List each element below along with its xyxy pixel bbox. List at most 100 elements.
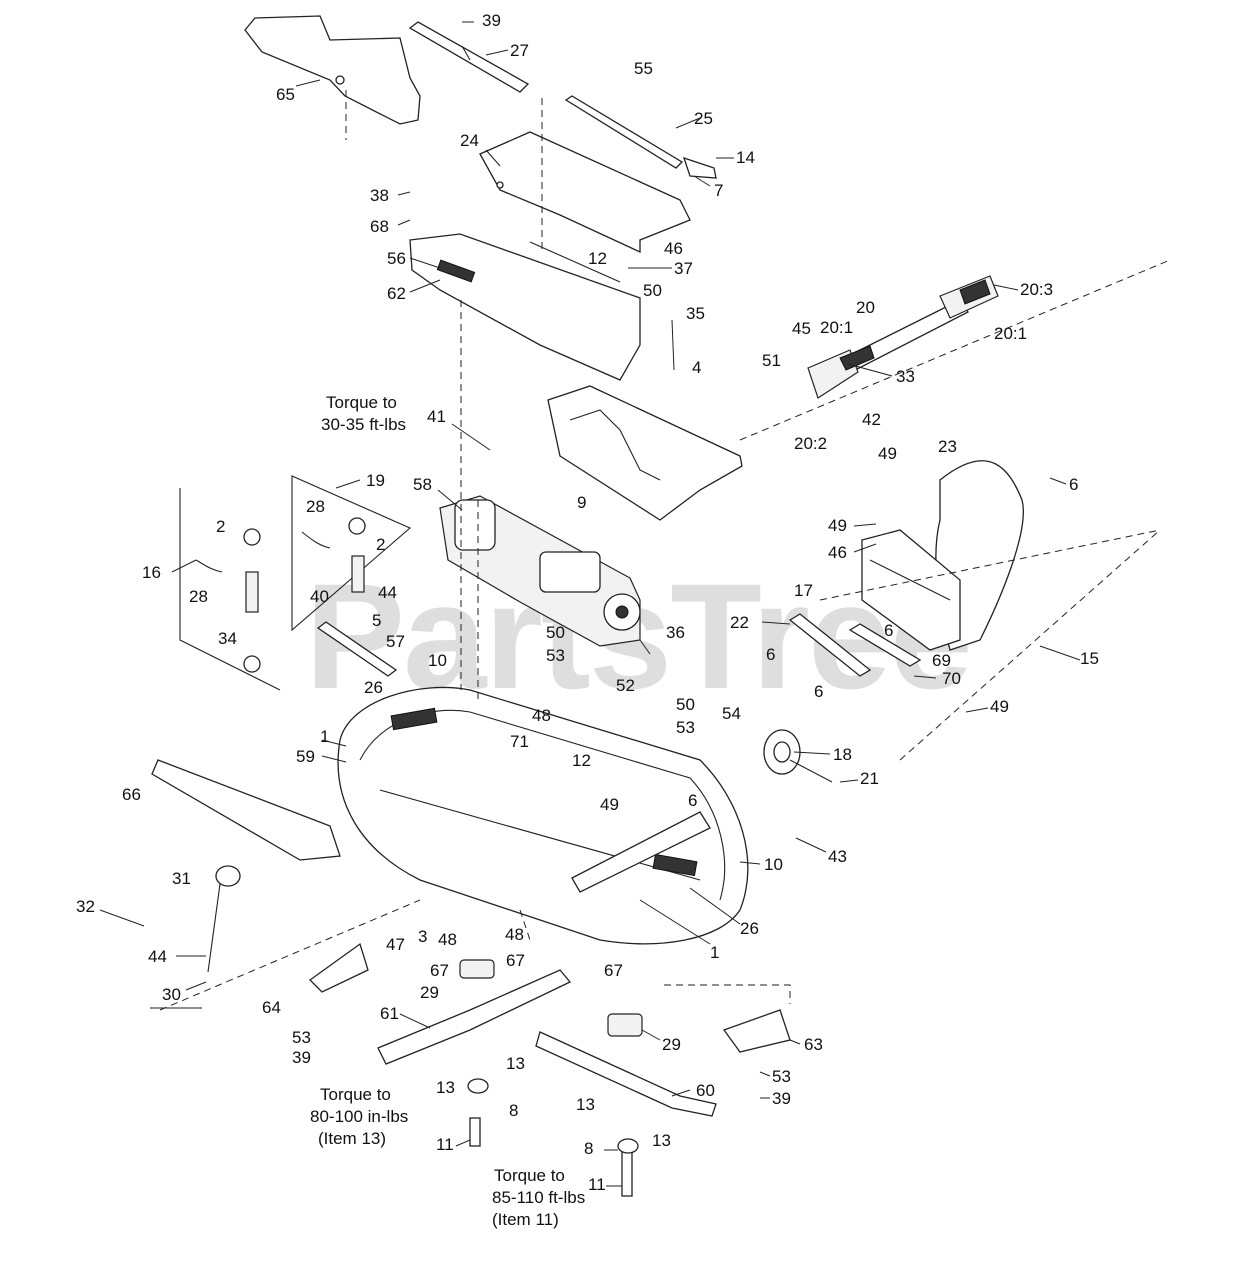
rod-25 (564, 95, 717, 179)
gearbox-58 (439, 495, 641, 647)
callout-20-1-shaft: 20:1 (994, 324, 1027, 343)
leader-lines (99, 21, 1081, 1187)
callout-26-upper: 26 (364, 678, 383, 697)
callout-46-mid: 46 (828, 543, 847, 562)
callout-2-right: 2 (376, 535, 385, 554)
torque-note-item11-line1: Torque to (494, 1166, 565, 1185)
callout-62: 62 (387, 284, 406, 303)
callout-6-deck: 6 (688, 791, 697, 810)
callout-24: 24 (460, 131, 479, 150)
shaft-27 (408, 21, 530, 93)
callout-53-right: 53 (772, 1067, 791, 1086)
callout-58: 58 (413, 475, 432, 494)
callout-25: 25 (694, 109, 713, 128)
callout-35: 35 (686, 304, 705, 323)
callout-49-top: 49 (878, 444, 897, 463)
callout-56: 56 (387, 249, 406, 268)
washer-8b (617, 1138, 639, 1154)
deck-bracket-63 (722, 1009, 791, 1053)
callout-43: 43 (828, 847, 847, 866)
callout-labels: 39 27 65 55 25 24 14 7 38 68 46 37 12 56… (76, 11, 1099, 1194)
callout-22: 22 (730, 613, 749, 632)
callout-53-lower: 53 (676, 718, 695, 737)
callout-20: 20 (856, 298, 875, 317)
callout-34: 34 (218, 629, 237, 648)
torque-note-item11-line3: (Item 11) (492, 1210, 559, 1229)
callout-23: 23 (938, 437, 957, 456)
callout-61: 61 (380, 1004, 399, 1023)
callout-20-1-yoke: 20:1 (820, 318, 853, 337)
callout-20-3: 20:3 (1020, 280, 1053, 299)
callout-29-right: 29 (662, 1035, 681, 1054)
callout-20-2: 20:2 (794, 434, 827, 453)
torque-note-belt-line1: Torque to (326, 393, 397, 412)
plate-24 (479, 131, 691, 254)
blade-61 (377, 969, 572, 1065)
callout-19: 19 (366, 471, 385, 490)
callout-10-upper: 10 (428, 651, 447, 670)
bracket-12-upper (409, 233, 641, 381)
callout-54: 54 (722, 704, 741, 723)
callout-69: 69 (932, 651, 951, 670)
callout-36: 36 (666, 623, 685, 642)
washer-8a (467, 1078, 489, 1094)
callout-13-a: 13 (506, 1054, 525, 1073)
callout-49-mid: 49 (828, 516, 847, 535)
bracket-23 (861, 529, 961, 651)
callout-9: 9 (577, 493, 586, 512)
callout-48-left: 48 (438, 930, 457, 949)
callout-33: 33 (896, 367, 915, 386)
torque-note-item11-line2: 85-110 ft-lbs (492, 1188, 585, 1207)
callout-44-upper: 44 (378, 583, 397, 602)
callout-18: 18 (833, 745, 852, 764)
mount-plate-65 (244, 15, 421, 125)
callout-45: 45 (792, 319, 811, 338)
callout-39-left: 39 (292, 1048, 311, 1067)
callout-12: 12 (588, 249, 607, 268)
bolt-11b (621, 1149, 633, 1197)
callout-14: 14 (736, 148, 755, 167)
callout-53-mid: 53 (546, 646, 565, 665)
callout-28-left: 28 (189, 587, 208, 606)
callout-42: 42 (862, 410, 881, 429)
callout-10-lower: 10 (764, 855, 783, 874)
callout-26-lower: 26 (740, 919, 759, 938)
callout-39: 39 (482, 11, 501, 30)
callout-13-d: 13 (652, 1131, 671, 1150)
callout-48-mid: 48 (532, 706, 551, 725)
idler-pulley-18 (763, 729, 833, 783)
callout-4: 4 (692, 358, 701, 377)
callout-32: 32 (76, 897, 95, 916)
callout-6-rear: 6 (1069, 475, 1078, 494)
spindle-shield-66 (151, 759, 341, 861)
callout-44-lower: 44 (148, 947, 167, 966)
torque-note-item13-line1: Torque to (320, 1085, 391, 1104)
callout-70: 70 (942, 669, 961, 688)
spring-assembly-16 (179, 488, 281, 691)
callout-71: 71 (510, 732, 529, 751)
callout-13-b: 13 (436, 1078, 455, 1097)
callout-11-left: 11 (436, 1135, 454, 1154)
callout-59: 59 (296, 747, 315, 766)
idler-arm-17 (788, 613, 922, 677)
callout-6-idler-b: 6 (766, 645, 775, 664)
torque-note-item13: Torque to 80-100 in-lbs (Item 13) (310, 1085, 408, 1148)
callout-3: 3 (418, 927, 427, 946)
callout-49-deck: 49 (600, 795, 619, 814)
callout-46: 46 (664, 239, 683, 258)
callout-11-right: 11 (588, 1175, 606, 1194)
callout-6-idler-c: 6 (814, 682, 823, 701)
blade-60 (535, 1031, 717, 1117)
callout-27: 27 (510, 41, 529, 60)
assembly-lines (159, 90, 1171, 1011)
torque-note-item13-line3: (Item 13) (318, 1129, 386, 1148)
callout-1-lower: 1 (710, 943, 719, 962)
callout-31: 31 (172, 869, 191, 888)
torque-note-item13-line2: 80-100 in-lbs (310, 1107, 408, 1126)
mower-deck-shell (337, 686, 749, 945)
callout-40: 40 (310, 587, 329, 606)
callout-55: 55 (634, 59, 653, 78)
callout-52: 52 (616, 676, 635, 695)
callout-50: 50 (643, 281, 662, 300)
callout-2-left: 2 (216, 517, 225, 536)
